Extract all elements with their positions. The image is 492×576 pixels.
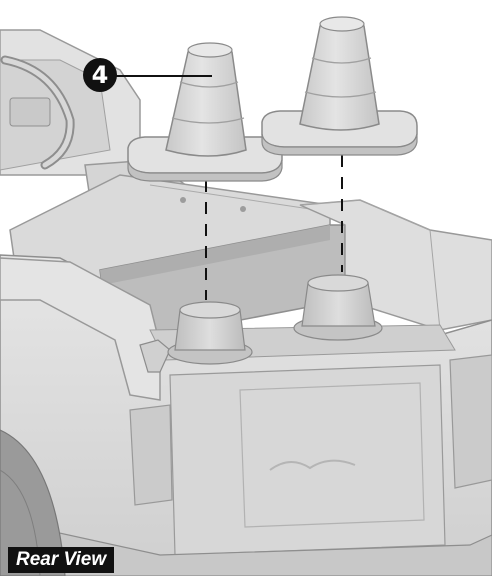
shield-emblem-icon	[139, 339, 171, 373]
callout-number-badge: 4	[83, 58, 117, 92]
view-label: Rear View	[8, 547, 115, 573]
cone-mount-peg-right	[293, 274, 383, 341]
traffic-cone-right-icon	[261, 16, 418, 156]
cone-mount-peg-left	[167, 301, 253, 365]
traffic-cone-left-icon	[127, 42, 283, 182]
